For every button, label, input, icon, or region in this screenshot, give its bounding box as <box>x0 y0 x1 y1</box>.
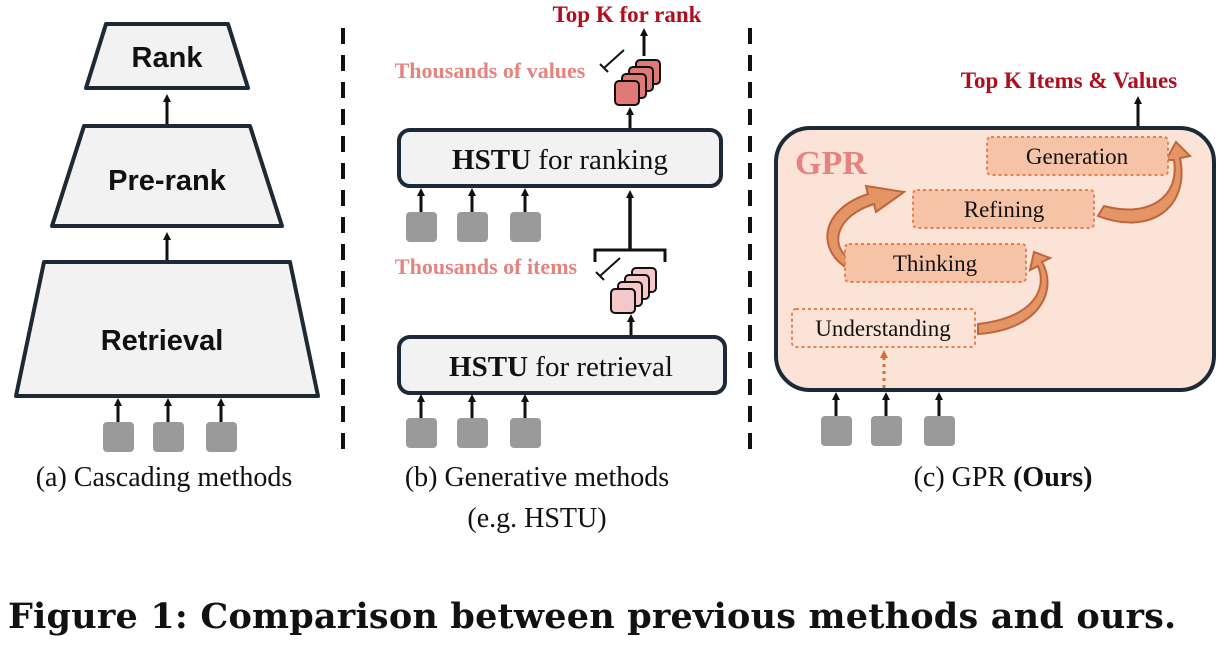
figure-caption: Figure 1: Comparison between previous me… <box>8 596 1177 637</box>
prerank-stage <box>50 124 284 228</box>
items-bracket <box>593 248 667 262</box>
process-arrows <box>826 140 1193 336</box>
panel-c-caption-bold: (Ours) <box>1013 462 1092 493</box>
panel-a-cascading: Rank Pre-rank Retrieval (a) Cascading me… <box>14 22 320 493</box>
input-token <box>406 212 437 242</box>
panel-b-caption-line1: (b) Generative methods <box>405 462 669 493</box>
values-stack-icon <box>599 49 661 106</box>
top-k-items-values-label: Top K Items & Values <box>961 68 1177 93</box>
curved-arrow-refining-generation <box>1096 140 1193 224</box>
prerank-label: Pre-rank <box>108 165 227 197</box>
rank-stage <box>84 22 250 90</box>
panel-b-caption-line2: (e.g. HSTU) <box>467 503 606 534</box>
input-token <box>103 422 134 452</box>
panel-c-caption-prefix: (c) GPR <box>914 462 1014 493</box>
panel-c-gpr: Top K Items & Values GPR Generation Refi… <box>774 68 1216 493</box>
input-token <box>206 422 237 452</box>
retrieval-label: Retrieval <box>101 325 224 357</box>
hstu-retrieval-text: HSTU for retrieval <box>449 351 673 383</box>
retrieval-inputs <box>406 394 541 448</box>
hstu-retrieval-box <box>397 335 727 395</box>
stage-thinking-label: Thinking <box>893 251 978 276</box>
input-token <box>510 212 541 242</box>
input-token <box>406 418 437 448</box>
stage-understanding <box>791 308 976 348</box>
panel-b-generative: Top K for rank Thousands of values HSTU … <box>395 2 727 534</box>
gpr-title: GPR <box>795 145 867 182</box>
hstu-ranking-bold: HSTU <box>452 144 531 176</box>
top-k-rank-label: Top K for rank <box>553 2 702 27</box>
stage-thinking <box>844 243 1027 283</box>
stage-understanding-label: Understanding <box>815 316 951 341</box>
hstu-ranking-box <box>397 128 723 188</box>
panel-c-caption: (c) GPR (Ours) <box>914 462 1093 493</box>
input-token <box>457 418 488 448</box>
thousands-of-values-label: Thousands of values <box>395 58 586 83</box>
input-token <box>821 416 852 446</box>
items-stack-icon <box>595 257 657 314</box>
retrieval-stage <box>14 260 320 398</box>
input-token <box>457 212 488 242</box>
hstu-ranking-rest: for ranking <box>531 144 668 176</box>
panel-a-caption: (a) Cascading methods <box>36 462 293 493</box>
panel-a-inputs <box>103 398 237 452</box>
input-token <box>924 416 955 446</box>
curved-arrow-understanding-thinking <box>977 250 1053 336</box>
rank-label: Rank <box>132 42 204 74</box>
input-token <box>510 418 541 448</box>
thousands-of-items-label: Thousands of items <box>395 254 578 279</box>
input-token <box>871 416 902 446</box>
ranking-inputs <box>406 188 541 242</box>
gpr-inputs <box>821 392 955 446</box>
stage-refining-label: Refining <box>964 197 1045 222</box>
stage-generation-label: Generation <box>1026 144 1129 169</box>
comparison-diagram: Rank Pre-rank Retrieval (a) Cascading me… <box>14 2 1216 534</box>
stage-refining <box>912 189 1095 229</box>
hstu-retrieval-rest: for retrieval <box>528 351 673 383</box>
hstu-retrieval-bold: HSTU <box>449 351 528 383</box>
curved-arrow-thinking-refining <box>826 184 907 268</box>
input-token <box>153 422 184 452</box>
stage-generation <box>986 136 1169 176</box>
hstu-ranking-text: HSTU for ranking <box>452 144 668 176</box>
